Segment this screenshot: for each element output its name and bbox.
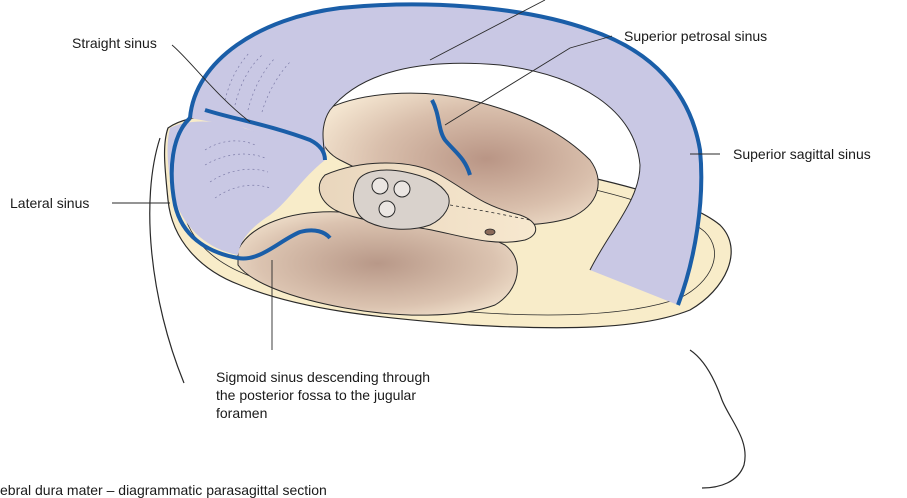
head-outline-back bbox=[690, 350, 745, 488]
label-lateral-sinus: Lateral sinus bbox=[10, 194, 89, 212]
figure-caption: ebral dura mater – diagrammatic parasagi… bbox=[0, 482, 327, 498]
label-straight-sinus: Straight sinus bbox=[72, 34, 157, 52]
label-sigmoid-sinus: Sigmoid sinus descending through the pos… bbox=[216, 368, 436, 422]
label-superior-sagittal-sinus: Superior sagittal sinus bbox=[733, 145, 871, 163]
label-superior-petrosal-sinus: Superior petrosal sinus bbox=[624, 27, 767, 45]
